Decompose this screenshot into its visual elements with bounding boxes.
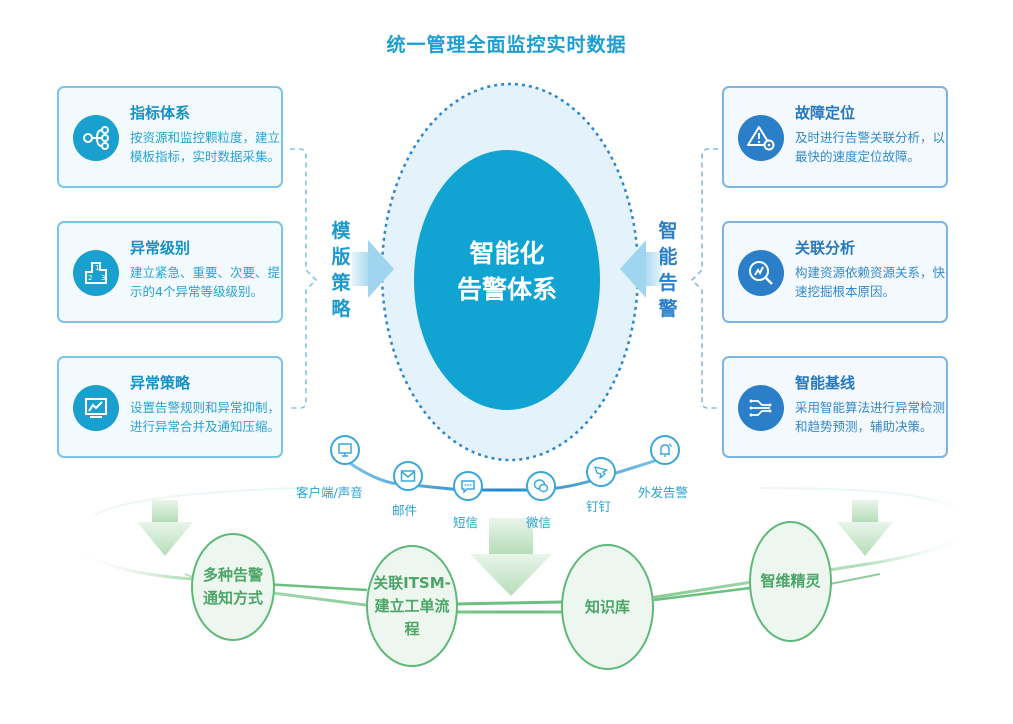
card-description: 按资源和监控颗粒度，建立模板指标，实时数据采集。 xyxy=(130,130,281,164)
label-char: 策 xyxy=(331,272,351,294)
svg-text:2: 2 xyxy=(88,274,92,282)
center-core xyxy=(414,150,600,410)
node-line1: 多种告警 xyxy=(202,566,263,584)
green-down-arrow xyxy=(470,518,552,596)
left-bracket xyxy=(290,148,318,409)
desktop-icon xyxy=(330,435,360,465)
label-char: 警 xyxy=(658,298,678,320)
card-description: 及时进行告警关联分析，以最快的速度定位故障。 xyxy=(795,130,946,164)
center-title-line2: 告警体系 xyxy=(456,275,557,304)
center-title: 智能化 告警体系 xyxy=(417,236,597,308)
center-title-line1: 智能化 xyxy=(469,239,545,268)
card-title: 异常级别 xyxy=(130,239,191,257)
card-title: 关联分析 xyxy=(795,239,856,257)
card-smart-baseline: 智能基线 采用智能算法进行异常检测和趋势预测，辅助决策。 xyxy=(722,356,948,458)
node-alert-notification: 多种告警通知方式 xyxy=(191,533,275,641)
template-strategy-label: 模 版 策 略 xyxy=(329,218,353,322)
green-down-arrow xyxy=(837,500,893,556)
page-title: 统一管理全面监控实时数据 xyxy=(386,34,627,56)
channel-label: 钉钉 xyxy=(586,499,612,514)
label-char: 智 xyxy=(658,220,678,242)
wechat-icon xyxy=(526,471,556,501)
label-char: 能 xyxy=(658,246,678,268)
bell-icon xyxy=(650,435,680,465)
warning-gear-icon xyxy=(738,115,784,161)
channel-curve xyxy=(343,456,665,492)
magnifier-trend-icon xyxy=(738,250,784,296)
channel-label: 短信 xyxy=(453,515,479,530)
node-line2: 建立工单流程 xyxy=(374,596,450,638)
card-anomaly-strategy: 异常策略 设置告警规则和异常抑制，进行异常合并及通知压缩。 xyxy=(57,356,283,458)
hierarchy-icon xyxy=(73,115,119,161)
monitor-chart-icon xyxy=(73,385,119,431)
node-line1: 知识库 xyxy=(584,597,630,616)
node-smart-assistant: 智维精灵 xyxy=(749,521,832,642)
card-correlation-analysis: 关联分析 构建资源依赖资源关系，快速挖掘根本原因。 xyxy=(722,221,948,323)
svg-text:3: 3 xyxy=(101,274,105,282)
card-metric-system: 指标体系 按资源和监控颗粒度，建立模板指标，实时数据采集。 xyxy=(57,86,283,188)
label-char: 告 xyxy=(658,272,678,294)
card-title: 智能基线 xyxy=(795,374,856,392)
card-title: 异常策略 xyxy=(130,374,191,392)
card-fault-location: 故障定位 及时进行告警关联分析，以最快的速度定位故障。 xyxy=(722,86,948,188)
label-char: 模 xyxy=(331,220,351,242)
card-title: 指标体系 xyxy=(130,104,191,122)
card-description: 构建资源依赖资源关系，快速挖掘根本原因。 xyxy=(795,265,946,299)
green-down-arrow xyxy=(137,500,193,556)
sms-icon xyxy=(453,471,483,501)
svg-text:1: 1 xyxy=(95,264,99,272)
channel-label: 外发告警 xyxy=(638,485,689,500)
label-char: 版 xyxy=(331,246,351,268)
channel-label: 客户端/声音 xyxy=(296,485,363,500)
card-description: 设置告警规则和异常抑制，进行异常合并及通知压缩。 xyxy=(130,400,281,434)
card-title: 故障定位 xyxy=(795,104,856,122)
branching-lines-icon xyxy=(738,385,784,431)
node-itsm-workflow: 关联ITSM- 建立工单流程 xyxy=(366,545,458,667)
right-bracket xyxy=(690,148,718,409)
node-line2: 通知方式 xyxy=(202,589,263,607)
node-knowledge-base: 知识库 xyxy=(561,544,654,670)
green-flow-arc-top xyxy=(94,487,301,516)
mail-icon xyxy=(393,461,423,491)
card-description: 采用智能算法进行异常检测和趋势预测，辅助决策。 xyxy=(795,400,946,434)
channel-label: 邮件 xyxy=(392,503,418,518)
dingtalk-icon xyxy=(586,457,616,487)
label-char: 略 xyxy=(331,298,351,320)
right-blue-arrow xyxy=(620,240,662,298)
node-line1: 关联ITSM- xyxy=(373,573,451,592)
channel-label: 微信 xyxy=(526,515,552,530)
left-blue-arrow xyxy=(352,240,394,298)
node-line1: 智维精灵 xyxy=(760,572,821,590)
smart-alert-label: 智 能 告 警 xyxy=(656,218,680,322)
card-description: 建立紧急、重要、次要、提示的4个异常等级级别。 xyxy=(130,265,281,299)
